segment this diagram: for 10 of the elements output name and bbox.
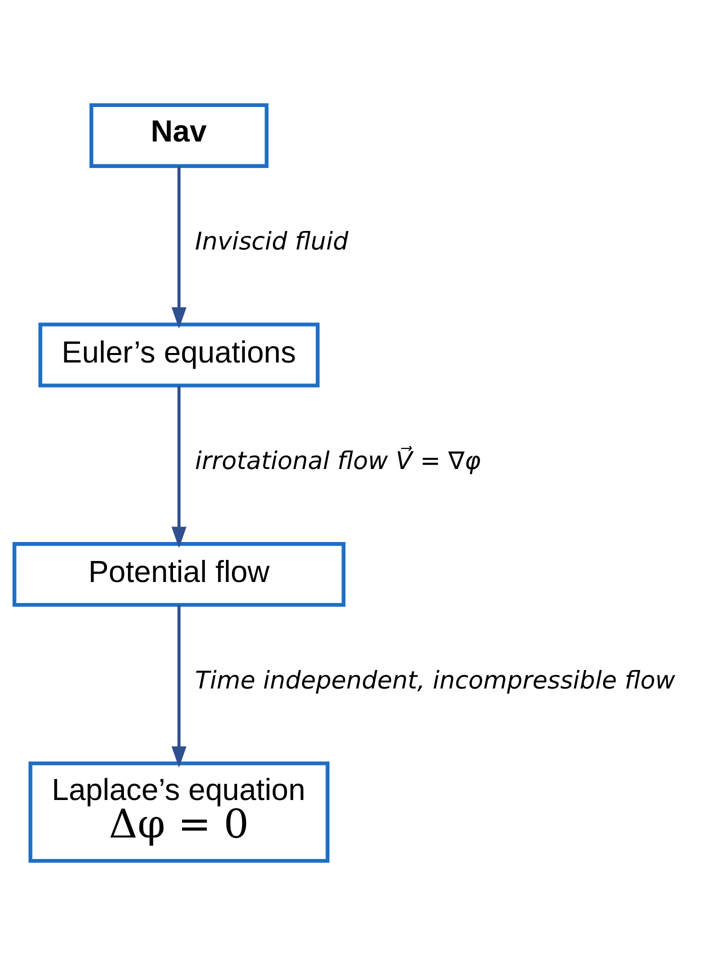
arrow [172,166,186,328]
edge-label: irrotational flow V⃗ = ∇φ [195,445,481,474]
node-box: Euler’s equations [38,322,320,387]
node-box: Nav [89,102,269,168]
node-box: Laplace’s equation Δφ = 0 [28,760,330,862]
arrow [172,604,186,768]
node-box: Potential flow [12,542,346,606]
arrow [172,385,186,548]
edge-label: Time independent, incompressible flow [195,664,676,694]
edge-label: Inviscid fluid [195,226,348,256]
